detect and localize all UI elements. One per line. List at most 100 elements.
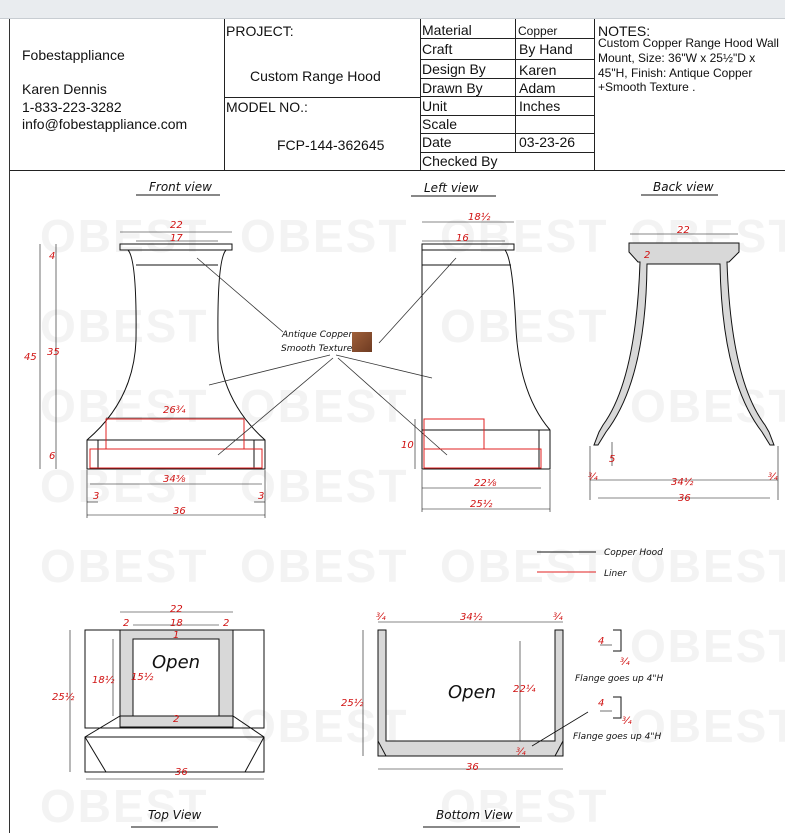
notes-line-3: 45"H, Finish: Antique Copper — [598, 66, 753, 80]
spec-key-material: Material — [422, 22, 472, 38]
dim-bot-inner-depth: 22¼ — [513, 683, 536, 695]
drawing-sheet: Fobestappliance Karen Dennis 1-833-223-3… — [9, 19, 785, 833]
dim-back-edge-l: ¾ — [588, 472, 598, 483]
bottom-view-title: Bottom View — [436, 808, 513, 822]
dim-flange-2: ¾ — [620, 657, 630, 668]
dim-left-bottom-inner: 22⅛ — [474, 478, 497, 489]
dim-front-h-mid: 35 — [47, 347, 60, 358]
dim-bot-edge-bottom: ¾ — [516, 747, 526, 758]
dim-back-top-small: 2 — [644, 250, 650, 261]
notes-label: NOTES: — [598, 23, 651, 39]
notes-line-1: Custom Copper Range Hood Wall — [598, 36, 779, 50]
watermark-6: OBEST — [440, 300, 609, 352]
left-dims: 18½ 16 10 22⅛ 25½ — [401, 211, 497, 510]
front-dims: 22 17 4 45 35 6 26¾ 34⅜ 3 3 36 — [24, 220, 264, 517]
dim-top-depth-outer: 18½ — [92, 674, 115, 686]
left-view: Left view — [411, 181, 551, 512]
top-open-label: Open — [152, 652, 200, 673]
notes-line-2: Mount, Size: 36"W x 25½"D x — [598, 51, 756, 65]
legend: Copper Hood Liner — [537, 548, 663, 579]
watermark-8: OBEST — [240, 380, 409, 432]
dim-front-liner-bottom: 34⅜ — [163, 474, 186, 485]
flange-note-2: Flange goes up 4"H — [573, 732, 661, 742]
front-view-title: Front view — [149, 180, 212, 194]
finish-label-2: Smooth Texture — [281, 344, 353, 354]
spec-key-scale: Scale — [422, 116, 458, 132]
dim-bot-depth: 25½ — [341, 697, 364, 709]
dim-top-outer: 22 — [170, 604, 183, 615]
bottom-view: Bottom View — [362, 621, 622, 828]
dim-back-edge-r: ¾ — [768, 472, 778, 483]
finish-swatch — [352, 332, 372, 352]
flange-note-1: Flange goes up 4"H — [575, 674, 663, 684]
top-view: Top View — [69, 611, 265, 828]
dim-top-total: 36 — [175, 767, 188, 778]
project-name: Custom Range Hood — [250, 68, 381, 84]
spec-key-drawn-by: Drawn By — [422, 80, 483, 96]
contact-name: Karen Dennis — [22, 81, 107, 97]
dim-back-side: 5 — [609, 454, 615, 465]
viewer-toolbar — [0, 0, 785, 19]
dim-bot-total: 36 — [466, 762, 479, 773]
top-view-title: Top View — [148, 808, 202, 822]
dim-front-h-top: 4 — [49, 251, 55, 262]
watermark-1: OBEST — [40, 210, 209, 262]
dim-front-h-bottom: 6 — [49, 451, 55, 462]
dim-back-total: 36 — [678, 493, 691, 504]
project-label: PROJECT: — [226, 23, 294, 39]
flange-notes: Flange goes up 4"H Flange goes up 4"H — [573, 674, 663, 742]
dim-top-inner: 18 — [170, 618, 183, 629]
title-block: Fobestappliance Karen Dennis 1-833-223-3… — [10, 19, 785, 171]
watermark-15: OBEST — [630, 540, 785, 592]
spec-key-date: Date — [422, 134, 452, 150]
dim-top-depth-total: 25½ — [52, 691, 75, 703]
dim-top-small-top: 1 — [173, 630, 179, 641]
spec-key-craft: Craft — [422, 41, 453, 57]
watermark-5: OBEST — [40, 300, 209, 352]
finish-callout: Antique Copper Smooth Texture — [281, 330, 353, 354]
spec-value-unit: Inches — [519, 98, 561, 114]
contact-email: info@fobestappliance.com — [22, 116, 188, 132]
watermark-18: OBEST — [630, 700, 785, 752]
model-label: MODEL NO.: — [226, 99, 308, 115]
legend-hood: Copper Hood — [604, 548, 663, 558]
dim-back-inner: 34½ — [671, 476, 694, 488]
watermark-16: OBEST — [630, 620, 785, 672]
spec-key-unit: Unit — [422, 98, 447, 114]
dim-bot-edge-l: ¾ — [376, 612, 386, 623]
spec-value-material: Copper — [518, 24, 558, 38]
top-dims: 22 18 2 2 1 18½ 15½ 25½ 2 36 — [52, 604, 229, 778]
spec-value-craft: By Hand — [519, 41, 573, 57]
watermark-7: OBEST — [40, 380, 209, 432]
dim-back-top: 22 — [677, 225, 690, 236]
company-name: Fobestappliance — [22, 47, 125, 63]
dim-left-top-outer: 18½ — [468, 211, 491, 223]
finish-callout-lines — [196, 257, 457, 456]
watermark-13: OBEST — [240, 540, 409, 592]
watermark-3: OBEST — [440, 210, 609, 262]
back-dims: 22 2 5 ¾ ¾ 34½ 36 — [588, 225, 778, 504]
dim-top-depth-inner: 15½ — [131, 671, 154, 683]
dim-flange-3: 4 — [598, 698, 604, 709]
watermark-20: OBEST — [440, 780, 609, 832]
model-number: FCP-144-362645 — [277, 137, 385, 153]
back-view: Back view — [589, 180, 779, 500]
dim-top-side-l: 2 — [123, 618, 129, 629]
left-view-title: Left view — [424, 181, 479, 195]
dim-front-liner-w: 26¾ — [163, 405, 186, 416]
dim-left-top-inner: 16 — [456, 233, 469, 244]
back-view-title: Back view — [653, 180, 714, 194]
dim-top-side-r: 2 — [223, 618, 229, 629]
spec-value-design-by: Karen — [519, 62, 557, 78]
dim-front-top-outer: 22 — [170, 220, 183, 231]
spec-value-date: 03-23-26 — [519, 134, 576, 150]
dim-left-liner-h: 10 — [401, 440, 414, 451]
watermark-19: OBEST — [40, 780, 209, 832]
spec-value-drawn-by: Adam — [519, 80, 556, 96]
finish-label-1: Antique Copper — [281, 330, 353, 340]
dim-bot-edge-r: ¾ — [553, 612, 563, 623]
watermark-14: OBEST — [440, 540, 609, 592]
watermark-11: OBEST — [240, 460, 409, 512]
dim-flange-1: 4 — [598, 636, 604, 647]
dim-bot-inner: 34½ — [460, 611, 483, 623]
